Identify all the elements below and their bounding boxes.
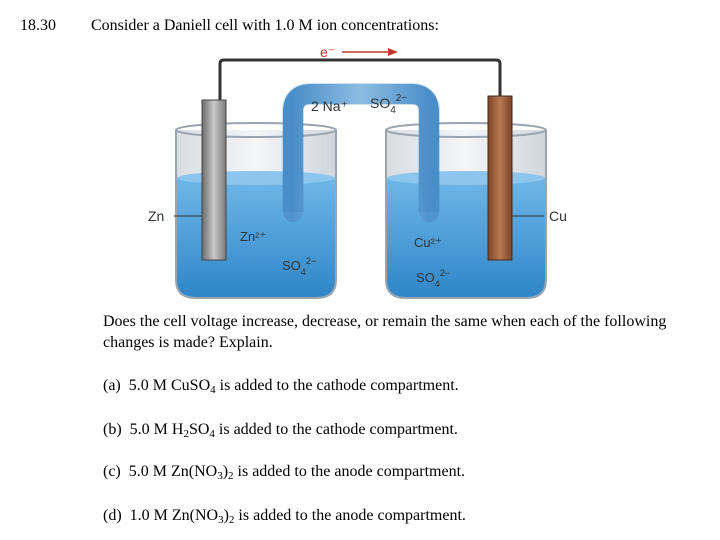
electron-label: e⁻: [320, 44, 335, 60]
cathode-anion-label: SO42−: [416, 268, 450, 289]
question-item-d: (d) 1.0 M Zn(NO3)2 is added to the anode…: [103, 507, 466, 526]
salt-bridge: [283, 84, 439, 222]
zinc-label: Zn: [148, 208, 164, 224]
anode-beaker: [175, 122, 337, 299]
anode-anion-label: SO42−: [282, 256, 316, 277]
cathode-cation-label: Cu²⁺: [414, 235, 442, 250]
question-item-b: (b) 5.0 M H2SO4 is added to the cathode …: [103, 421, 458, 440]
copper-electrode: [487, 95, 513, 261]
question-item-c: (c) 5.0 M Zn(NO3)2 is added to the anode…: [103, 463, 466, 482]
question-item-a: (a) 5.0 M CuSO4 is added to the cathode …: [103, 377, 459, 396]
cathode-solution: [387, 178, 545, 297]
zinc-electrode: [201, 99, 227, 261]
bridge-ion-labels: 2 Na⁺ SO42−: [311, 93, 407, 116]
electron-arrow: [342, 48, 398, 56]
question-prompt: Does the cell voltage increase, decrease…: [103, 313, 667, 351]
copper-label: Cu: [549, 208, 567, 224]
external-wire: [218, 58, 502, 106]
bridge-ion-sodium: 2 Na⁺: [311, 98, 348, 114]
problem-intro: Consider a Daniell cell with 1.0 M ion c…: [91, 17, 439, 34]
daniell-cell-diagram: e⁻ Zn Cu 2 Na⁺ SO42− Zn²⁺ SO42− Cu²⁺ SO4…: [148, 44, 567, 299]
cathode-beaker: [385, 122, 547, 299]
bridge-ion-sulfate: SO42−: [370, 93, 407, 116]
anode-cation-label: Zn²⁺: [240, 229, 266, 244]
problem-number: 18.30: [20, 17, 56, 34]
